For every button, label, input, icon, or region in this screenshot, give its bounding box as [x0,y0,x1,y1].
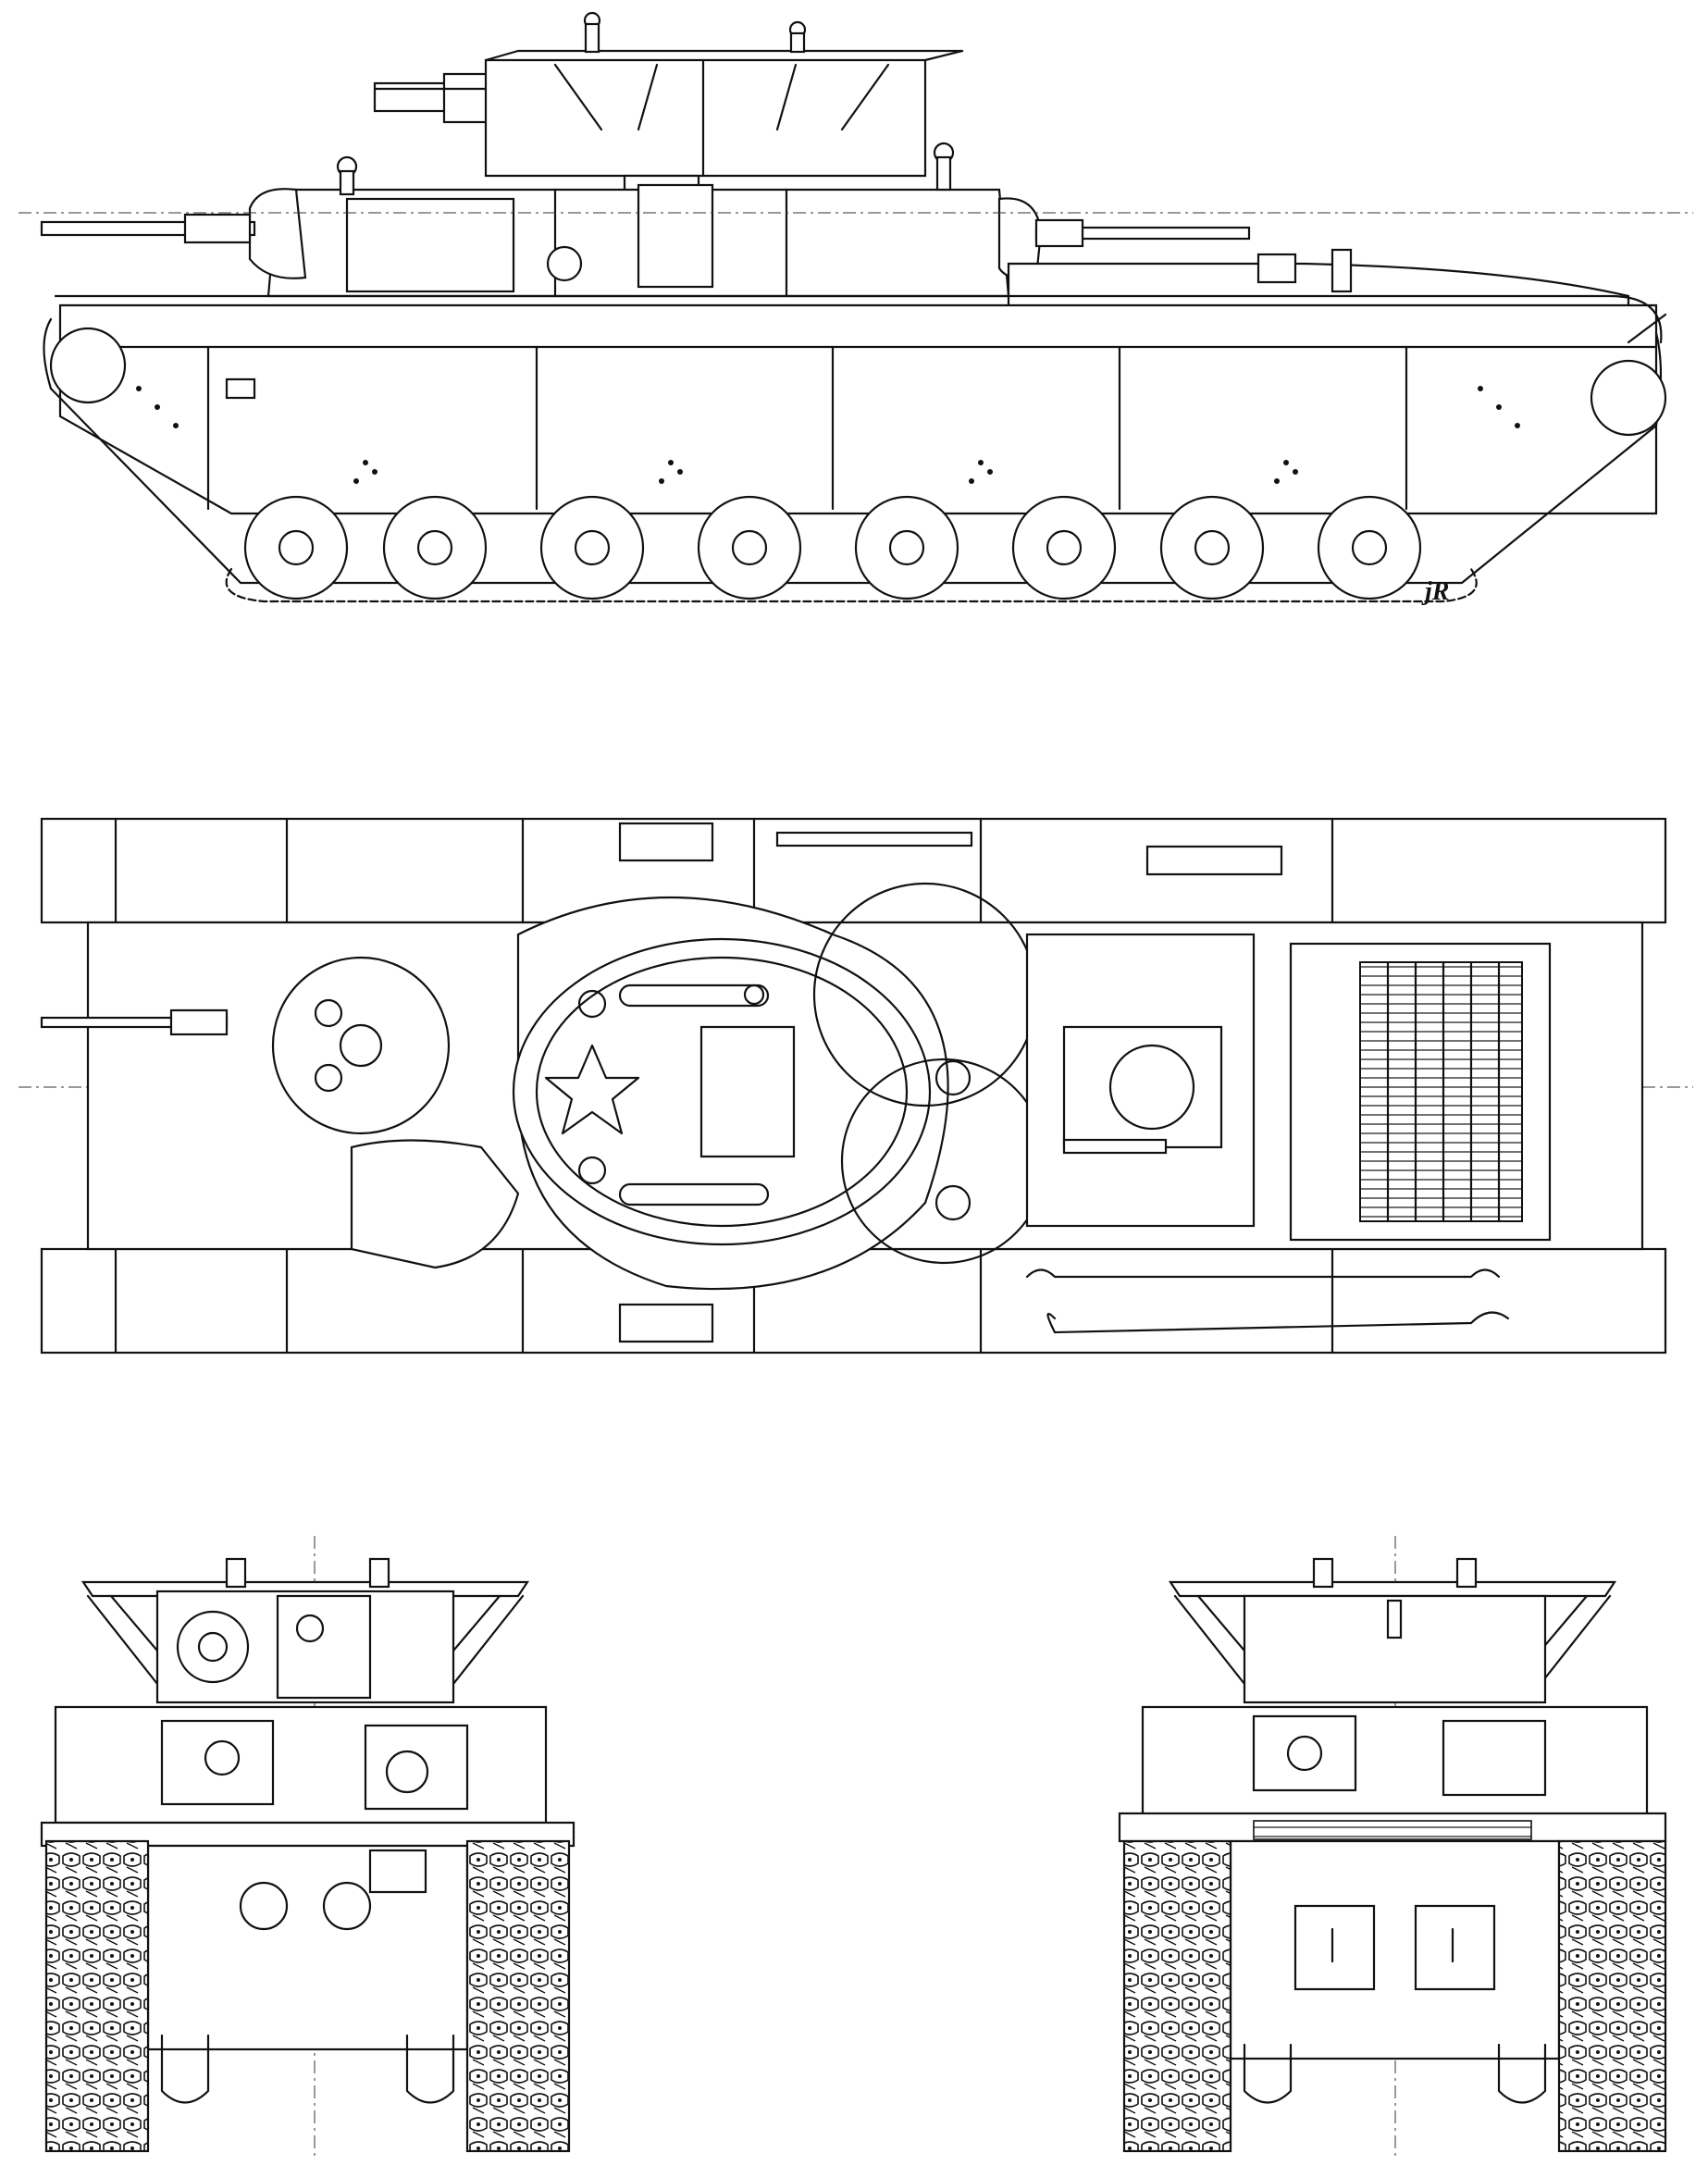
main-gun [373,72,492,124]
right-fender [40,1247,1667,1355]
side-view: jR [19,11,1693,606]
hull-side [58,303,1658,515]
signature-text: jR [1421,577,1449,606]
track-side [225,567,1478,603]
rear-turret [997,197,1251,280]
track-left-front [44,1839,150,2153]
superstructure [266,142,1010,298]
rear-view [1118,1536,1667,2156]
road-wheels [243,495,1422,600]
top-view [19,817,1693,1355]
front-view [40,1536,576,2156]
track-right-rear [1557,1839,1667,2153]
front-turret-top [271,956,451,1135]
front-turret [40,188,307,279]
main-turret [484,11,964,219]
track-left-rear [1122,1839,1232,2153]
track-right-front [465,1839,571,2153]
main-turret-top [512,896,949,1291]
